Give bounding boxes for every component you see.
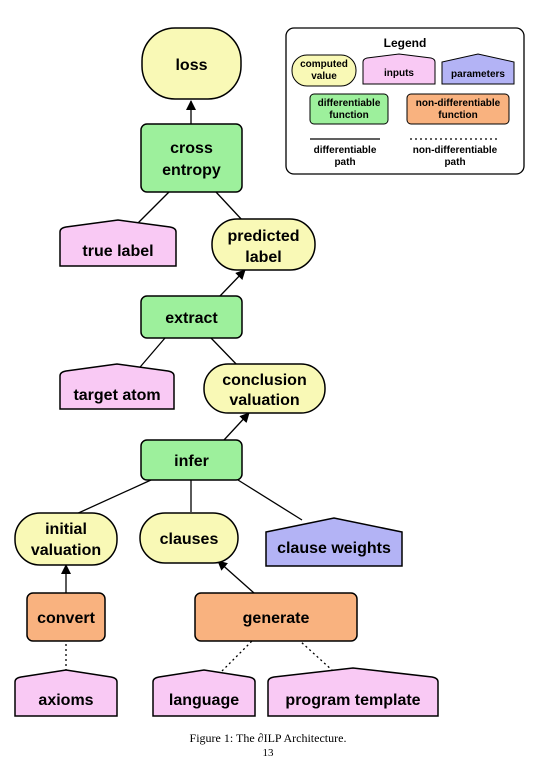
edge-conclusion-extract <box>210 337 241 369</box>
svg-text:differentiable: differentiable <box>318 98 381 109</box>
svg-text:function: function <box>438 110 477 121</box>
legend-non-differentiable-path: non-differentiable path <box>410 138 500 168</box>
node-convert: convert <box>26 592 106 642</box>
legend-differentiable-function: differentiable function <box>309 93 389 125</box>
svg-text:loss: loss <box>175 57 207 74</box>
svg-text:cross: cross <box>170 140 213 157</box>
svg-text:function: function <box>329 110 368 121</box>
svg-text:target atom: target atom <box>73 387 160 404</box>
svg-text:valuation: valuation <box>31 542 101 559</box>
svg-text:value: value <box>311 71 337 82</box>
legend-inputs: inputs <box>362 53 436 85</box>
edge-program-template-generate <box>299 640 334 672</box>
node-loss: loss <box>141 27 242 100</box>
page-number: 13 <box>262 747 274 759</box>
svg-text:valuation: valuation <box>229 392 299 409</box>
edge-clause-weights-infer <box>237 479 303 521</box>
svg-text:non-differentiable: non-differentiable <box>413 145 498 156</box>
node-generate: generate <box>194 592 358 642</box>
node-target-atom: target atom <box>59 363 175 410</box>
figure-caption: Figure 1: The ∂ILP Architecture. <box>189 731 347 745</box>
node-program-template: program template <box>267 667 439 717</box>
edge-infer-conclusion <box>223 412 250 441</box>
svg-text:convert: convert <box>37 610 95 627</box>
svg-text:parameters: parameters <box>451 69 505 80</box>
edge-initial-valuation-infer <box>73 479 152 516</box>
node-conclusion-valuation: conclusion valuation <box>203 363 326 414</box>
svg-text:program template: program template <box>285 692 420 709</box>
svg-text:differentiable: differentiable <box>314 145 377 156</box>
svg-text:initial: initial <box>45 521 87 538</box>
node-initial-valuation: initial valuation <box>14 512 118 566</box>
legend-computed-value: computed value <box>291 54 357 87</box>
svg-text:axioms: axioms <box>38 692 93 709</box>
svg-text:language: language <box>169 692 239 709</box>
node-true-label: true label <box>59 219 177 267</box>
svg-text:true label: true label <box>82 243 153 260</box>
svg-text:infer: infer <box>174 453 209 470</box>
node-extract: extract <box>140 295 243 339</box>
svg-text:label: label <box>245 249 281 266</box>
edge-true-label-cross-entropy <box>135 191 170 226</box>
architecture-diagram: loss predicted label conclusion valuatio… <box>14 27 525 717</box>
node-language: language <box>152 669 256 717</box>
legend: Legend computed value inputs parameters … <box>285 27 525 175</box>
node-axioms: axioms <box>14 669 118 717</box>
svg-text:inputs: inputs <box>384 68 414 79</box>
edge-extract-predicted-label <box>219 269 246 297</box>
node-clauses: clauses <box>139 512 239 564</box>
svg-text:clauses: clauses <box>160 531 219 548</box>
edge-generate-clauses <box>217 560 255 594</box>
svg-text:conclusion: conclusion <box>222 372 306 389</box>
node-clause-weights: clause weights <box>265 517 403 567</box>
svg-text:entropy: entropy <box>162 162 221 179</box>
node-infer: infer <box>140 439 243 481</box>
edge-language-generate <box>221 640 253 672</box>
svg-text:path: path <box>334 157 355 168</box>
svg-text:predicted: predicted <box>227 228 299 245</box>
legend-parameters: parameters <box>441 53 515 85</box>
legend-differentiable-path: differentiable path <box>310 138 380 168</box>
svg-text:computed: computed <box>300 59 348 70</box>
svg-text:generate: generate <box>243 610 310 627</box>
legend-title: Legend <box>384 36 427 50</box>
svg-text:clause weights: clause weights <box>277 540 391 557</box>
svg-text:extract: extract <box>165 310 218 327</box>
node-predicted-label: predicted label <box>211 218 316 271</box>
edge-predicted-label-cross-entropy <box>215 191 244 222</box>
svg-text:non-differentiable: non-differentiable <box>416 98 501 109</box>
node-cross-entropy: cross entropy <box>140 123 243 193</box>
legend-non-differentiable-function: non-differentiable function <box>406 93 510 125</box>
svg-text:path: path <box>444 157 465 168</box>
